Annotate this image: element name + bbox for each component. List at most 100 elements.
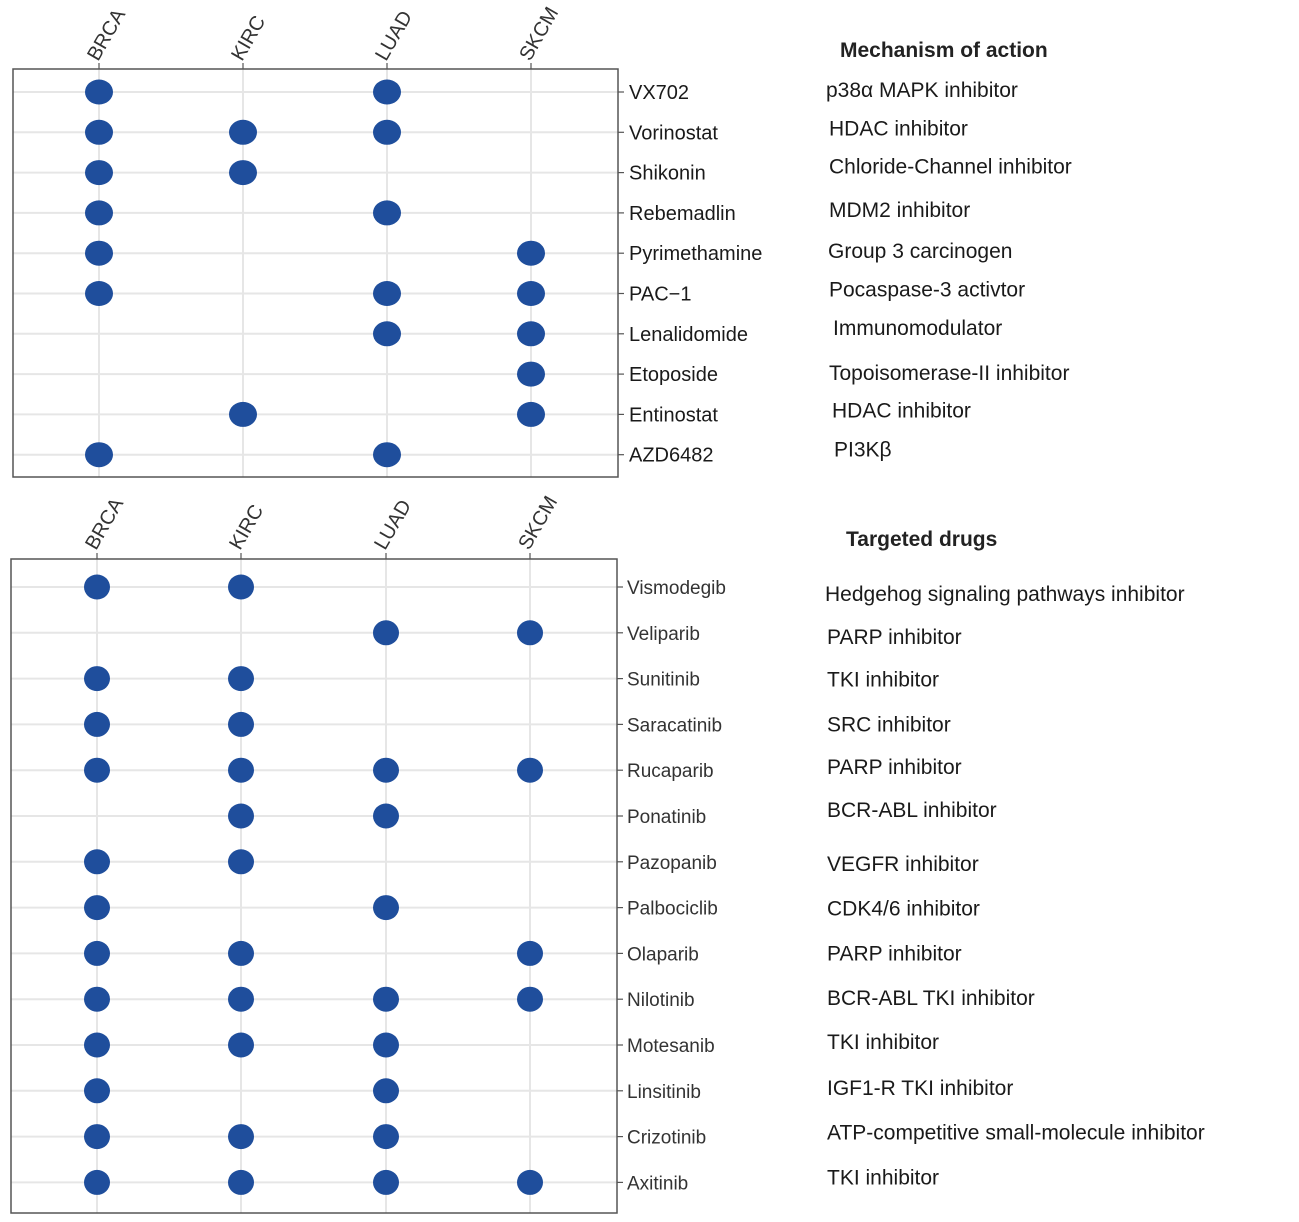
data-point [373, 986, 399, 1012]
data-point [84, 986, 110, 1012]
x-tick-label: BRCA [81, 494, 128, 554]
data-point [85, 160, 113, 186]
data-point [517, 940, 543, 966]
y-tick-label: AZD6482 [629, 445, 714, 467]
data-point [373, 1032, 399, 1058]
y-tick-label: Rebemadlin [629, 203, 736, 225]
data-point [228, 1032, 254, 1058]
data-point [373, 620, 399, 646]
data-point [373, 1124, 399, 1150]
annotation-label: IGF1-R TKI inhibitor [827, 1077, 1013, 1100]
data-point [373, 79, 401, 105]
data-point [84, 711, 110, 737]
data-point [373, 442, 401, 468]
data-point [517, 240, 545, 266]
data-point [85, 200, 113, 226]
y-tick-label: Lenalidomide [629, 324, 748, 346]
x-tick-label: SKCM [514, 492, 562, 553]
annotation-label: BCR-ABL inhibitor [827, 799, 997, 822]
x-tick-label: KIRC [225, 501, 268, 553]
annotation-label: TKI inhibitor [827, 669, 939, 692]
y-tick-label: VX702 [629, 82, 689, 104]
data-point [373, 895, 399, 921]
data-point [517, 321, 545, 347]
data-point [228, 574, 254, 600]
data-point [228, 803, 254, 829]
data-point [85, 79, 113, 105]
data-point [84, 1032, 110, 1058]
y-tick-label: Motesanib [627, 1036, 715, 1057]
data-point [84, 940, 110, 966]
y-tick-label: Sunitinib [627, 670, 700, 691]
y-tick-label: Palbociclib [627, 899, 718, 920]
x-tick-label: BRCA [83, 5, 130, 65]
data-point [373, 757, 399, 783]
annotation-label: CDK4/6 inhibitor [827, 898, 980, 921]
data-point [373, 1078, 399, 1104]
y-tick-label: Nilotinib [627, 990, 695, 1011]
data-point [228, 757, 254, 783]
y-tick-label: Crizotinib [627, 1128, 706, 1149]
data-point [373, 200, 401, 226]
annotation-label: VEGFR inhibitor [827, 853, 979, 876]
annotation-label: PI3Kβ [834, 439, 892, 462]
panel-header: Mechanism of action [840, 39, 1048, 62]
data-point [84, 895, 110, 921]
y-tick-label: Pazopanib [627, 853, 717, 874]
y-tick-label: Linsitinib [627, 1082, 701, 1103]
y-tick-label: Veliparib [627, 624, 700, 645]
y-tick-label: Rucaparib [627, 761, 714, 782]
data-point [228, 849, 254, 875]
data-point [228, 711, 254, 737]
data-point [228, 940, 254, 966]
annotation-label: Group 3 carcinogen [828, 240, 1012, 263]
y-tick-label: Entinostat [629, 404, 718, 426]
x-tick-label: LUAD [370, 496, 416, 553]
y-tick-label: PAC−1 [629, 284, 691, 306]
annotation-label: TKI inhibitor [827, 1031, 939, 1054]
annotation-label: ATP-competitive small-molecule inhibitor [827, 1122, 1205, 1145]
y-tick-label: Axitinib [627, 1173, 688, 1194]
data-point [373, 281, 401, 306]
annotation-label: BCR-ABL TKI inhibitor [827, 987, 1035, 1010]
data-point [84, 849, 110, 875]
data-point [84, 1124, 110, 1150]
y-tick-label: Ponatinib [627, 807, 706, 828]
annotation-label: TKI inhibitor [827, 1166, 939, 1189]
annotation-label: Pocaspase-3 activtor [829, 279, 1025, 302]
x-tick-label: LUAD [371, 7, 417, 64]
annotation-label: SRC inhibitor [827, 713, 951, 736]
data-point [85, 119, 113, 145]
data-point [517, 281, 545, 306]
data-point [84, 757, 110, 783]
data-point [229, 401, 257, 427]
annotation-label: PARP inhibitor [827, 942, 962, 965]
data-point [85, 442, 113, 468]
annotation-label: HDAC inhibitor [829, 117, 968, 140]
data-point [228, 1169, 254, 1195]
x-tick-label: SKCM [515, 3, 563, 64]
annotation-label: p38α MAPK inhibitor [826, 79, 1018, 102]
data-point [517, 401, 545, 427]
data-point [85, 281, 113, 306]
y-tick-label: Pyrimethamine [629, 243, 762, 265]
data-point [373, 1169, 399, 1195]
annotation-label: PARP inhibitor [827, 626, 962, 649]
data-point [84, 666, 110, 692]
y-tick-label: Shikonin [629, 163, 706, 185]
annotation-label: HDAC inhibitor [832, 399, 971, 422]
panel-border [12, 68, 619, 478]
annotation-label: Chloride-Channel inhibitor [829, 156, 1072, 179]
data-point [84, 574, 110, 600]
data-point [517, 986, 543, 1012]
data-point [228, 986, 254, 1012]
panel-border [10, 558, 618, 1214]
data-point [228, 1124, 254, 1150]
y-tick-label: Saracatinib [627, 715, 722, 736]
data-point [229, 119, 257, 145]
data-point [517, 620, 543, 646]
y-tick-label: Olaparib [627, 944, 699, 965]
annotation-label: Topoisomerase-II inhibitor [829, 362, 1069, 385]
